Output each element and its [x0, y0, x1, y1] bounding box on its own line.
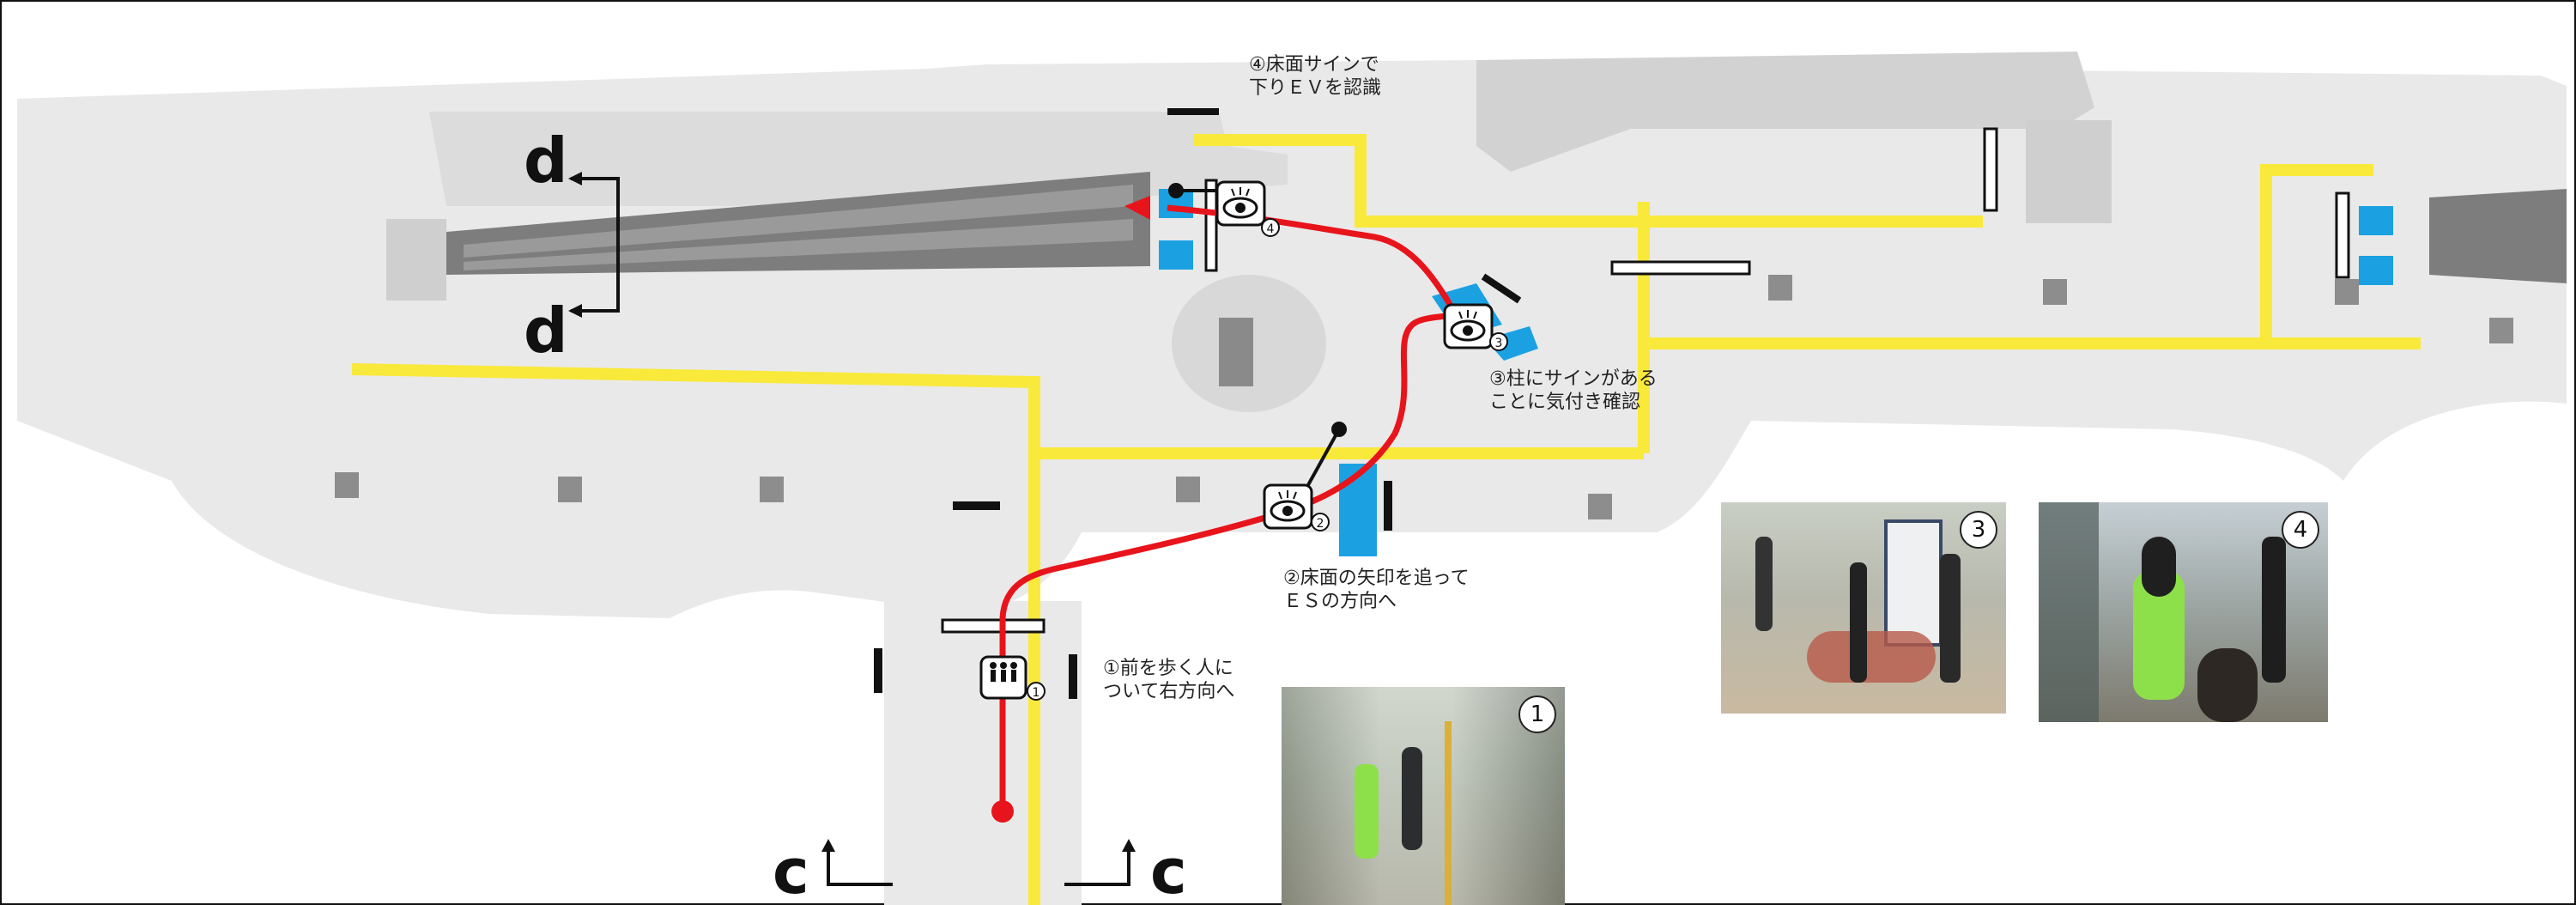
note-step-3: ③柱にサインがある ことに気付き確認 [1489, 368, 1658, 413]
note-step-4: ④床面サインで 下りＥＶを認識 [1249, 54, 1382, 99]
photo-1: 1 [1282, 687, 1565, 905]
note-step-2: ②床面の矢印を追って ＥＳの方向へ [1283, 568, 1470, 612]
marker-eye-3: 3 [1443, 303, 1508, 351]
marker-number: 1 [1033, 686, 1040, 700]
eye-icon [1450, 310, 1486, 342]
pedestrians-icon [990, 662, 1017, 682]
photo-3: 3 [1721, 502, 2006, 714]
escalator-right [2429, 189, 2567, 283]
section-label-d-top: d [524, 125, 568, 197]
section-label-c-left: c [773, 835, 809, 905]
marker-eye-4: 4 [1215, 180, 1280, 237]
eye-icon [1222, 187, 1258, 219]
eye-icon [1270, 490, 1306, 522]
blue-signs [1159, 189, 2393, 556]
section-label-c-right: c [1150, 835, 1187, 905]
pillars [335, 120, 2513, 519]
tactile-paving [351, 134, 2421, 905]
section-mark-d: d d [524, 125, 620, 367]
photo-4: 4 [2039, 502, 2328, 722]
photo-number-4: 4 [2282, 511, 2319, 549]
marker-number: 2 [1317, 517, 1324, 531]
photo-number-1: 1 [1518, 695, 1556, 733]
floor-plan [17, 52, 2567, 905]
barriers [874, 108, 2350, 699]
section-label-d-bottom: d [524, 295, 568, 367]
marker-number: 3 [1495, 337, 1503, 350]
marker-number: 4 [1267, 222, 1275, 236]
photo-number-3: 3 [1960, 511, 1997, 549]
walking-route [991, 196, 1459, 823]
note-step-1: ①前を歩く人に ついて右方向へ [1103, 658, 1235, 702]
section-mark-c: c c [773, 835, 1187, 905]
marker-eye-2: 2 [1263, 483, 1330, 531]
marker-pedestrians-1: 1 [979, 655, 1046, 701]
